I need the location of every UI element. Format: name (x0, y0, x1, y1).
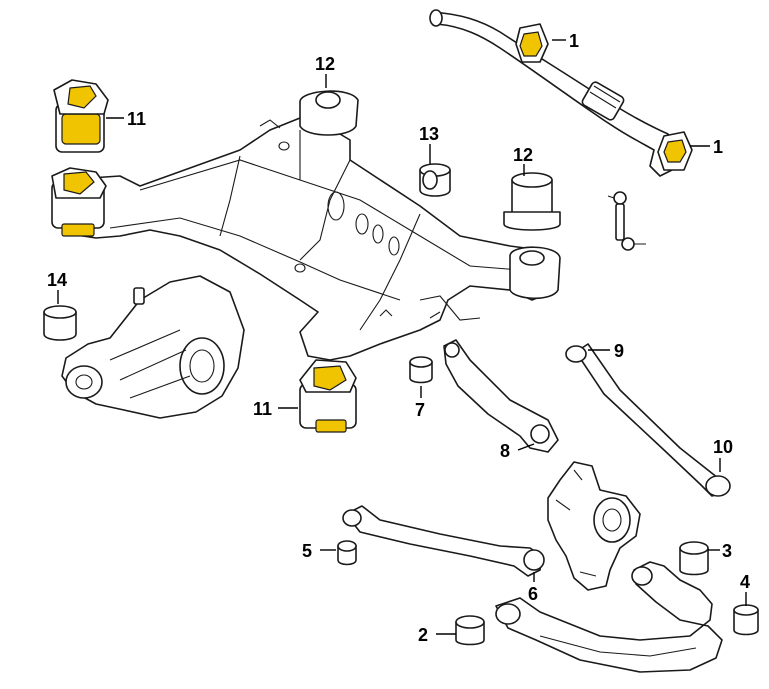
leader-lines (57, 39, 747, 635)
stabilizer-bushing-left (519, 31, 543, 57)
callout-14: 14 (47, 270, 67, 290)
control-arm-9-10 (565, 343, 731, 497)
callout-8: 8 (500, 441, 510, 461)
callout-12-bushing: 12 (513, 145, 533, 165)
callout-11-upper: 11 (127, 109, 146, 129)
stabilizer-link (607, 191, 646, 251)
lower-control-arm (495, 561, 723, 673)
callout-4: 4 (740, 572, 750, 592)
stabilizer-bushing-right (663, 139, 687, 163)
differential-housing (61, 275, 245, 419)
subframe-mount-top (299, 90, 561, 300)
callout-7: 7 (415, 400, 425, 420)
stabilizer-bar (429, 9, 693, 177)
bushing-2 (455, 615, 485, 646)
bushing-13 (419, 163, 451, 197)
bushing-14 (43, 305, 77, 341)
bushing-5 (337, 540, 357, 566)
wheel-carrier (547, 461, 641, 591)
callout-11-lower: 11 (253, 399, 272, 419)
callout-labels: 1 1 2 3 4 5 6 7 8 9 10 11 11 12 12 13 14 (47, 31, 750, 645)
callout-9: 9 (614, 341, 624, 361)
control-arm-8 (443, 339, 559, 453)
bushing-7 (409, 356, 433, 384)
subframe-mount-assembly (51, 79, 109, 237)
bushing-12 (503, 172, 561, 231)
callout-10: 10 (713, 437, 733, 457)
callout-5: 5 (302, 541, 312, 561)
bushing-4 (733, 604, 759, 636)
subframe-mount-lower (299, 359, 357, 433)
bushing-3 (679, 541, 709, 576)
control-arm-6 (342, 505, 545, 577)
callout-3: 3 (722, 541, 732, 561)
callout-12-subframe: 12 (315, 54, 335, 74)
callout-1-stabilizer-left: 1 (569, 31, 579, 51)
callout-1-stabilizer-right: 1 (713, 137, 723, 157)
callout-6: 6 (528, 584, 538, 604)
callout-2: 2 (418, 625, 428, 645)
callout-13: 13 (419, 124, 439, 144)
